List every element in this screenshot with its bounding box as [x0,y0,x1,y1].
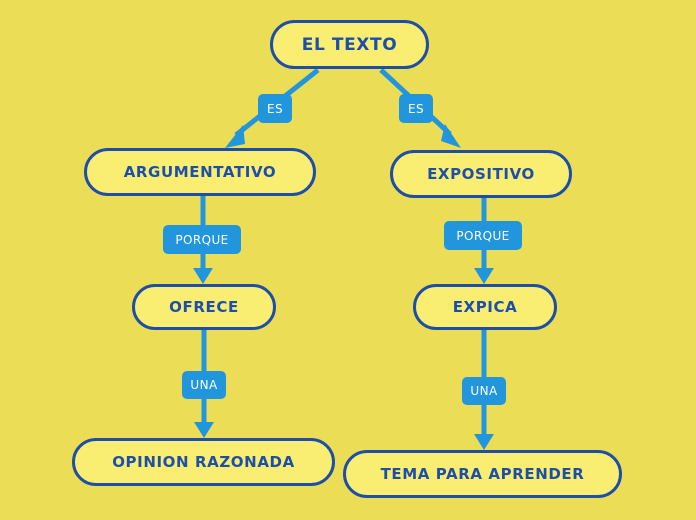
edge-label-text: ES [267,101,283,116]
edge-label-text: UNA [470,384,498,398]
node-label: TEMA PARA APRENDER [380,465,585,483]
edge-label-porque-right[interactable]: PORQUE [444,221,522,250]
edge-label-porque-left[interactable]: PORQUE [163,225,241,254]
node-label: OFRECE [169,298,239,316]
edge-label-es-left[interactable]: ES [258,94,292,123]
edge-label-text: PORQUE [456,228,510,243]
node-opinion-razonada[interactable]: OPINION RAZONADA [72,438,335,486]
node-el-texto[interactable]: EL TEXTO [270,20,429,69]
arrowhead-opinion [194,422,214,438]
arrowhead-ofrece [193,268,213,284]
node-argumentativo[interactable]: ARGUMENTATIVO [84,148,316,196]
node-ofrece[interactable]: OFRECE [132,284,276,330]
edge-label-text: UNA [190,378,218,392]
edge-label-es-right[interactable]: ES [399,94,433,123]
edge-label-text: PORQUE [175,232,229,247]
edge-label-text: ES [408,101,424,116]
arrowhead-tema [474,434,494,450]
node-label: EXPICA [452,298,518,316]
edge-label-una-right[interactable]: UNA [462,377,506,405]
node-label: OPINION RAZONADA [112,453,295,471]
arrowhead-expositivo [441,124,461,148]
edge-label-una-left[interactable]: UNA [182,371,226,399]
node-expica[interactable]: EXPICA [413,284,557,330]
node-label: EXPOSITIVO [427,165,535,183]
node-label: ARGUMENTATIVO [123,163,277,181]
node-label: EL TEXTO [301,34,398,55]
node-expositivo[interactable]: EXPOSITIVO [390,150,572,198]
arrowhead-argumentativo [225,125,245,148]
node-tema-para-aprender[interactable]: TEMA PARA APRENDER [343,450,622,498]
arrowhead-expica [474,268,494,284]
